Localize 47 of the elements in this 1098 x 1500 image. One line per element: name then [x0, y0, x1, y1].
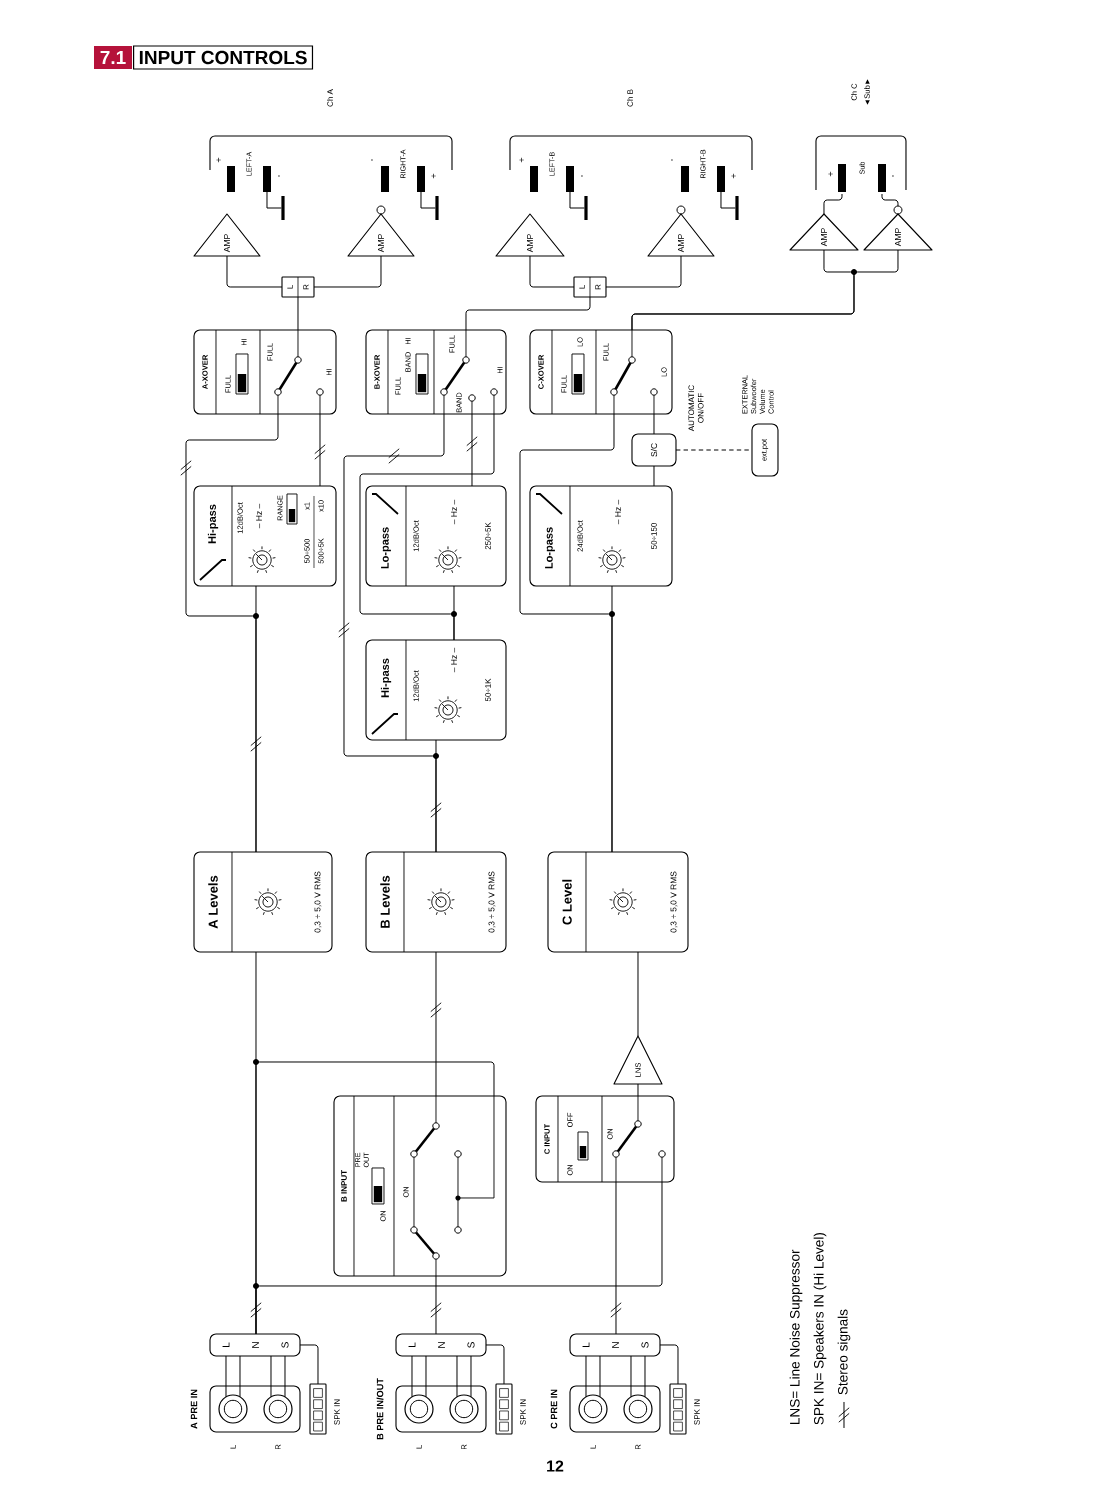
signal-line: [519, 413, 615, 853]
jack-socket: [578, 1394, 608, 1424]
signal-line: [653, 465, 655, 487]
signal-line: [284, 1355, 286, 1398]
signal-line: [435, 951, 437, 1097]
signal-line: [313, 255, 382, 288]
dashed-line: [675, 449, 753, 451]
signal-line: [255, 1181, 663, 1335]
signal-line: [637, 951, 639, 1037]
jack-socket: [404, 1394, 434, 1424]
signal-line: [471, 413, 473, 487]
section-number: 7.1: [94, 46, 132, 69]
signal-line: [359, 413, 495, 641]
signal-line: [435, 1275, 437, 1335]
signal-line: [411, 1355, 413, 1398]
signal-line: [823, 193, 843, 215]
signal-line: [225, 1355, 227, 1398]
jack-socket: [218, 1394, 248, 1424]
signal-line: [529, 255, 575, 288]
jack-socket: [623, 1394, 653, 1424]
signal-line: [343, 413, 445, 853]
signal-line: [605, 255, 682, 288]
signal-line: [631, 249, 899, 331]
signal-line: [239, 1355, 241, 1398]
signal-line: [319, 413, 321, 487]
page-title: INPUT CONTROLS: [133, 45, 314, 70]
signal-line: [881, 193, 899, 207]
signal-line: [637, 1083, 639, 1097]
signal-line: [630, 1355, 632, 1398]
signal-line: [653, 413, 655, 435]
signal-line: [456, 1355, 458, 1398]
signal-line: [585, 1355, 587, 1398]
signal-line: [485, 1344, 505, 1385]
signal-line: [270, 1355, 272, 1398]
signal-line: [615, 1181, 617, 1335]
signal-line: [425, 1355, 427, 1398]
signal-line: [297, 296, 299, 331]
signal-line: [599, 1355, 601, 1398]
signal-line: [226, 255, 283, 288]
jack-socket: [263, 1394, 293, 1424]
signal-line: [659, 1344, 679, 1385]
signal-line: [644, 1355, 646, 1398]
signal-line: [470, 1355, 472, 1398]
signal-line: [299, 1344, 319, 1385]
page-number: 12: [547, 1460, 564, 1472]
signal-line: [185, 413, 279, 853]
jack-socket: [449, 1394, 479, 1424]
